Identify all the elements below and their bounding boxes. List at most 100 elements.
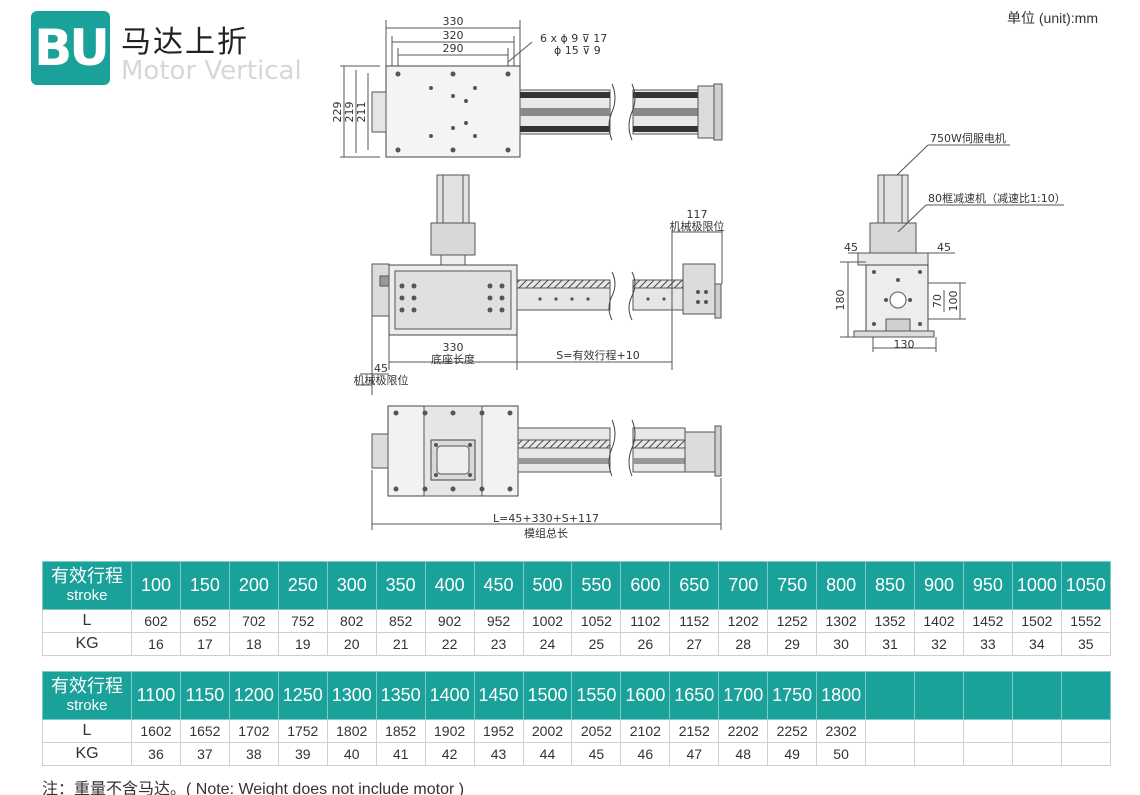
stroke-value-cell: 800: [816, 561, 867, 610]
stroke-value-cell: 550: [571, 561, 622, 610]
dim-290: 290: [443, 42, 464, 55]
length-value-cell: 952: [473, 609, 524, 633]
stroke-value-cell: 700: [718, 561, 769, 610]
stroke-value-cell: 1050: [1060, 561, 1111, 610]
weight-row-label: KG: [42, 632, 132, 656]
brand-logo: BU: [31, 11, 110, 85]
length-value-cell: 802: [326, 609, 377, 633]
weight-value-cell: 16: [131, 632, 181, 656]
limit-label-left: 机械极限位: [354, 373, 409, 387]
front-view: [356, 174, 723, 395]
weight-value-cell: [865, 742, 915, 766]
weight-value-cell: 35: [1060, 632, 1111, 656]
weight-value-cell: 24: [522, 632, 573, 656]
length-value-cell: [1060, 719, 1111, 743]
stroke-value-cell: 600: [620, 561, 671, 610]
length-value-cell: 2052: [571, 719, 622, 743]
length-value-cell: 1202: [718, 609, 769, 633]
stroke-value-cell: [914, 671, 964, 720]
weight-value-cell: 38: [228, 742, 279, 766]
dim-45-a: 45: [844, 241, 858, 254]
dim-70: 70: [931, 294, 944, 308]
reducer-label: 80框减速机（减速比1:10）: [928, 191, 1066, 205]
weight-value-cell: 32: [914, 632, 964, 656]
length-value-cell: 1702: [228, 719, 279, 743]
stroke-value-cell: 1500: [522, 671, 573, 720]
stroke-value-cell: 900: [914, 561, 964, 610]
weight-value-cell: [962, 742, 1013, 766]
side-view: [840, 144, 1064, 352]
stroke-value-cell: 1600: [620, 671, 671, 720]
weight-value-cell: 41: [375, 742, 426, 766]
dim-211: 211: [355, 102, 368, 123]
stroke-value-cell: 850: [865, 561, 915, 610]
length-value-cell: 1802: [326, 719, 377, 743]
length-row-label: L: [42, 609, 132, 633]
stroke-value-cell: 350: [375, 561, 426, 610]
weight-value-cell: 36: [131, 742, 181, 766]
weight-value-cell: 26: [620, 632, 671, 656]
weight-value-cell: 49: [767, 742, 818, 766]
weight-value-cell: 33: [962, 632, 1013, 656]
stroke-value-cell: 300: [326, 561, 377, 610]
dim-219: 219: [343, 102, 356, 123]
length-value-cell: 1502: [1011, 609, 1062, 633]
weight-value-cell: [914, 742, 964, 766]
weight-value-cell: 37: [179, 742, 230, 766]
stroke-value-cell: 100: [131, 561, 181, 610]
length-row-label: L: [42, 719, 132, 743]
weight-value-cell: 42: [424, 742, 475, 766]
stroke-value-cell: [865, 671, 915, 720]
servo-motor-label: 750W伺服电机: [930, 131, 1006, 145]
stroke-value-cell: 750: [767, 561, 818, 610]
weight-value-cell: 18: [228, 632, 279, 656]
stroke-value-cell: 650: [669, 561, 720, 610]
stroke-value-cell: 400: [424, 561, 475, 610]
dim-100: 100: [947, 291, 960, 312]
stroke-value-cell: 200: [228, 561, 279, 610]
top-view: [340, 20, 723, 158]
stroke-value-cell: 1150: [179, 671, 230, 720]
weight-value-cell: 21: [375, 632, 426, 656]
stroke-value-cell: 250: [277, 561, 328, 610]
length-value-cell: 1952: [473, 719, 524, 743]
stroke-value-cell: [1011, 671, 1062, 720]
stroke-value-cell: [962, 671, 1013, 720]
dim-117: 117: [687, 208, 708, 221]
dim-45-b: 45: [937, 241, 951, 254]
weight-value-cell: [1011, 742, 1062, 766]
stroke-value-cell: 450: [473, 561, 524, 610]
length-value-cell: 1652: [179, 719, 230, 743]
length-value-cell: 1302: [816, 609, 867, 633]
length-value-cell: 1052: [571, 609, 622, 633]
stroke-value-cell: 1750: [767, 671, 818, 720]
weight-value-cell: 31: [865, 632, 915, 656]
length-value-cell: 1852: [375, 719, 426, 743]
weight-value-cell: 28: [718, 632, 769, 656]
length-value-cell: 1602: [131, 719, 181, 743]
length-value-cell: [914, 719, 964, 743]
weight-value-cell: 29: [767, 632, 818, 656]
dim-base-330: 330: [443, 341, 464, 354]
limit-label-right: 机械极限位: [670, 219, 725, 233]
weight-value-cell: 40: [326, 742, 377, 766]
weight-value-cell: 47: [669, 742, 720, 766]
dim-45-left: 45: [374, 362, 388, 375]
weight-value-cell: 27: [669, 632, 720, 656]
bottom-view: [371, 405, 722, 530]
length-value-cell: 2302: [816, 719, 867, 743]
weight-value-cell: 22: [424, 632, 475, 656]
length-value-cell: [962, 719, 1013, 743]
stroke-value-cell: 1700: [718, 671, 769, 720]
stroke-value-cell: 1300: [326, 671, 377, 720]
weight-value-cell: 34: [1011, 632, 1062, 656]
length-value-cell: 752: [277, 609, 328, 633]
hole-spec-1: 6 x ϕ 9 ⊽ 17: [540, 32, 607, 45]
weight-value-cell: 50: [816, 742, 867, 766]
total-length-label: 模组总长: [524, 526, 568, 540]
